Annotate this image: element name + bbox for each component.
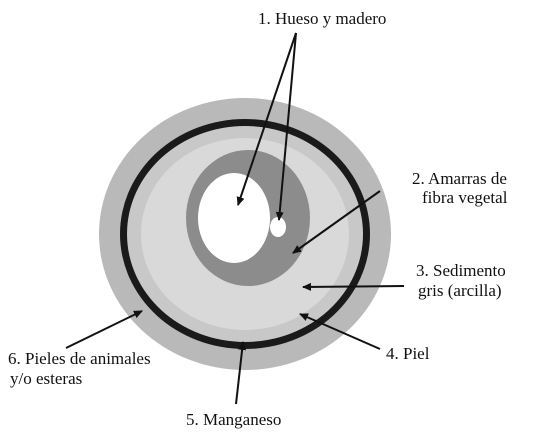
label-manganese: 5. Manganeso [186,410,281,429]
wood-core [270,217,286,237]
arrow-manganese [235,341,247,405]
arrow-bone [236,32,297,206]
label-hides-line1: 6. Pieles de animales [8,349,151,368]
label-sediment-line2: gris (arcilla) [418,281,502,300]
label-sediment-line1: 3. Sedimento [416,261,506,280]
arrow-fiber [292,190,381,254]
arrow-sediment [302,282,405,291]
label-skin: 4. Piel [386,344,430,363]
arrow-wood [275,32,297,221]
bone-core [198,173,270,263]
label-bone-wood: 1. Hueso y madero [258,9,386,28]
label-hides-line2: y/o esteras [10,369,82,388]
arrow-skin [299,313,381,350]
arrow-hides [65,310,143,349]
label-fiber-line1: 2. Amarras de [412,169,507,188]
label-fiber-line2: fibra vegetal [422,188,508,207]
